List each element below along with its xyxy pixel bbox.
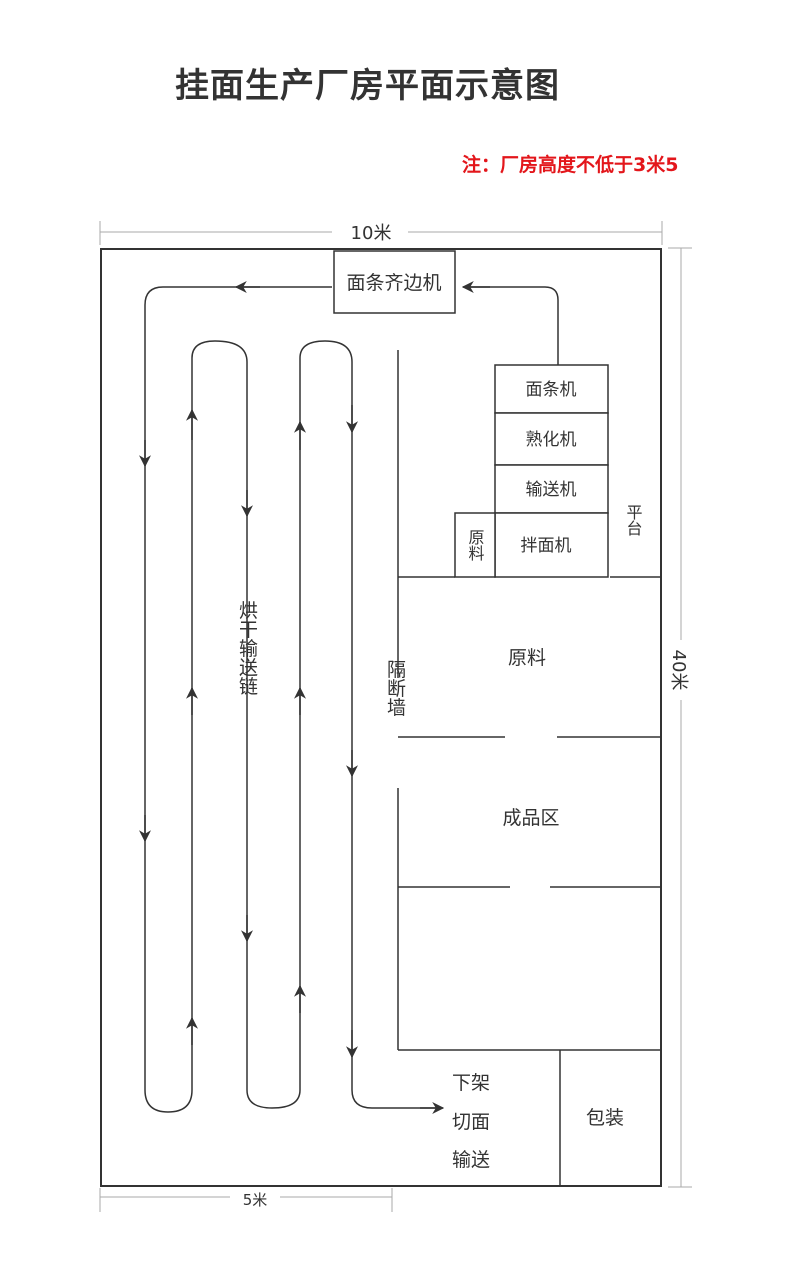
dim-width-top: 10米 bbox=[351, 223, 392, 244]
raw-material-area-label: 原料 bbox=[508, 647, 546, 669]
height-note: 注：厂房高度不低于3米5 bbox=[462, 154, 679, 176]
packaging-label: 包装 bbox=[586, 1107, 624, 1129]
noodle-machine-label: 面条机 bbox=[526, 380, 577, 400]
drying-chain-path bbox=[144, 286, 440, 1113]
edge-trimmer-label: 面条齐边机 bbox=[346, 272, 441, 294]
mixer-label: 拌面机 bbox=[521, 536, 572, 556]
dim-width-bottom: 5米 bbox=[243, 1191, 268, 1209]
diagram-title: 挂面生产厂房平面示意图 bbox=[175, 66, 560, 106]
partition-wall-label: 隔断墙 bbox=[384, 659, 406, 716]
dim-length-right: 40米 bbox=[668, 650, 689, 691]
raw-material-small-label: 原料 bbox=[466, 529, 485, 561]
unload-label: 下架 bbox=[452, 1072, 490, 1094]
edge-trimmer-box bbox=[333, 250, 456, 314]
building-outline bbox=[100, 248, 662, 1187]
convey-label: 输送 bbox=[452, 1149, 490, 1171]
feed-line-path bbox=[468, 286, 559, 365]
cut-label: 切面 bbox=[452, 1111, 490, 1133]
interior-walls bbox=[397, 350, 661, 1186]
platform-label: 平台 bbox=[624, 504, 643, 536]
conveyor-machine-label: 输送机 bbox=[526, 480, 577, 500]
raw-material-small-box bbox=[454, 512, 496, 578]
finished-goods-label: 成品区 bbox=[502, 807, 559, 829]
mixer-box bbox=[494, 512, 609, 578]
dimension-lines bbox=[99, 221, 692, 1212]
curing-machine-label: 熟化机 bbox=[526, 429, 577, 450]
